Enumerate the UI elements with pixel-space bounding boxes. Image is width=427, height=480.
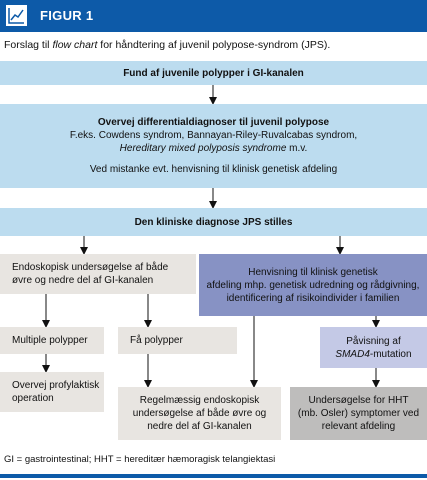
footnote: GI = gastrointestinal; HHT = hereditær h… xyxy=(4,454,276,465)
node-prophylactic: Overvej profylaktisk operation xyxy=(0,372,104,412)
caption-italic: flow chart xyxy=(52,39,98,51)
node-differential-line2: Hereditary mixed polyposis syndrome m.v. xyxy=(120,142,308,155)
node-regular-line3: nedre del af GI-kanalen xyxy=(147,421,252,432)
node-prophylactic-line1: Overvej profylaktisk xyxy=(12,380,100,391)
node-referral-line1: Henvisning til klinisk genetisk xyxy=(248,266,378,278)
node-differential-title: Overvej differentialdiagnoser til juveni… xyxy=(97,117,330,128)
node-differential-line2-italic: Hereditary mixed polyposis syndrome xyxy=(119,143,287,154)
bottom-rule xyxy=(0,474,427,478)
node-endoscopy: Endoskopisk undersøgelse af både øvre og… xyxy=(0,254,196,294)
node-regular-line2: undersøgelse af både øvre og xyxy=(132,408,267,419)
node-endoscopy-line2: øvre og nedre del af GI-kanalen xyxy=(12,275,154,286)
node-regular-line1: Regelmæssig endoskopisk xyxy=(139,395,260,406)
node-hht: Undersøgelse for HHT (mb. Osler) symptom… xyxy=(290,387,427,440)
node-few-label: Få polypper xyxy=(130,335,183,346)
node-smad4: Påvisning af SMAD4-mutation xyxy=(320,327,427,368)
node-diagnosis-label: Den kliniske diagnose JPS stilles xyxy=(134,216,293,228)
node-smad4-suffix: -mutation xyxy=(369,348,412,360)
node-endoscopy-line1: Endoskopisk undersøgelse af både xyxy=(12,262,169,273)
node-differential-line3: Ved mistanke evt. henvisning til klinisk… xyxy=(89,164,338,175)
node-referral-line2: afdeling mhp. genetisk udredning og rådg… xyxy=(206,279,420,291)
caption-suffix: for håndtering af juvenil polypose-syndr… xyxy=(97,39,331,51)
node-prophylactic-line2: operation xyxy=(12,393,54,404)
node-hht-line2: (mb. Osler) symptomer ved xyxy=(297,408,420,419)
node-few: Få polypper xyxy=(118,327,237,354)
node-referral: Henvisning til klinisk genetisk afdeling… xyxy=(199,254,427,316)
caption-prefix: Forslag til xyxy=(4,39,53,51)
node-multiple: Multiple polypper xyxy=(0,327,104,354)
node-differential-line2-suffix: m.v. xyxy=(286,143,308,154)
node-multiple-label: Multiple polypper xyxy=(12,335,88,346)
node-finding: Fund af juvenile polypper i GI-kanalen xyxy=(0,61,427,85)
node-finding-label: Fund af juvenile polypper i GI-kanalen xyxy=(123,67,304,79)
figure-header: FIGUR 1 xyxy=(0,0,427,32)
node-smad4-line2: SMAD4-mutation xyxy=(335,348,411,361)
figure-title: FIGUR 1 xyxy=(40,8,94,23)
figure-caption: Forslag til flow chart for håndtering af… xyxy=(4,39,424,52)
node-hht-line1: Undersøgelse for HHT xyxy=(308,395,409,406)
node-smad4-italic: SMAD4 xyxy=(335,348,370,360)
node-hht-line3: relevant afdeling xyxy=(321,421,396,432)
node-diagnosis: Den kliniske diagnose JPS stilles xyxy=(0,208,427,236)
node-differential: Overvej differentialdiagnoser til juveni… xyxy=(0,104,427,188)
line-chart-icon xyxy=(6,5,27,26)
node-referral-line3: identificering af risikoindivider i fami… xyxy=(226,292,400,304)
node-regular: Regelmæssig endoskopisk undersøgelse af … xyxy=(118,387,281,440)
node-smad4-line1: Påvisning af xyxy=(346,335,401,347)
node-differential-line1: F.eks. Cowdens syndrom, Bannayan-Riley-R… xyxy=(69,130,358,141)
